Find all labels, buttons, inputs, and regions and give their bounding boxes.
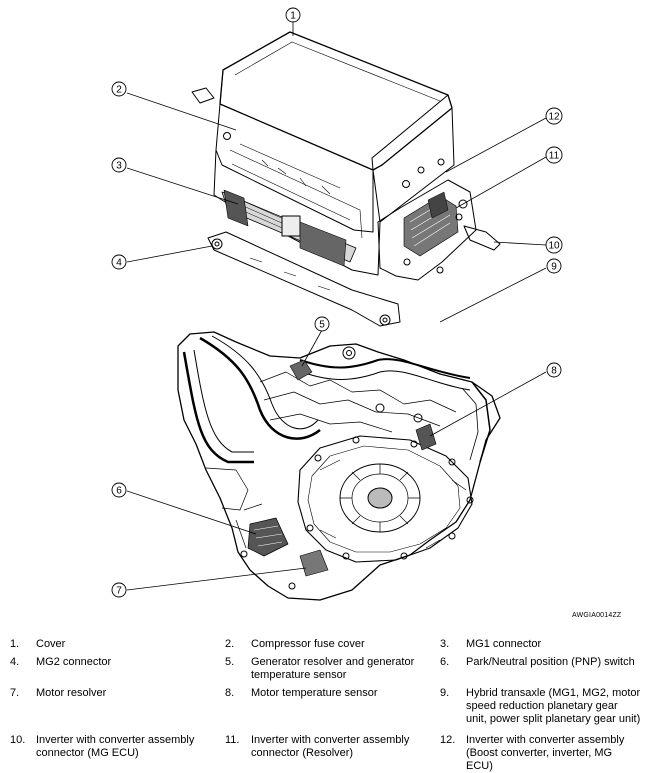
leader-lines xyxy=(126,22,547,591)
legend-text: Motor temperature sensor xyxy=(251,687,378,699)
legend-number: 2. xyxy=(225,638,235,650)
callout-4-label: 4 xyxy=(116,258,122,269)
legend-number: 4. xyxy=(10,656,20,668)
legend-number: 7. xyxy=(10,687,20,699)
drawing-code: AWGIA0014ZZ xyxy=(572,612,622,619)
callout-7: 7 xyxy=(111,582,127,598)
callouts: 1 2 3 4 5 6 7 8 xyxy=(111,7,563,598)
legend-text: Inverter with converter assembly connect… xyxy=(36,734,195,759)
callout-3-label: 3 xyxy=(116,161,122,172)
callout-8: 8 xyxy=(546,362,562,378)
callout-5-label: 5 xyxy=(319,320,325,331)
callout-11-label: 11 xyxy=(549,151,560,162)
legend-number: 9. xyxy=(440,687,450,699)
parts-legend: 1. Cover 2. Compressor fuse cover 3. MG1… xyxy=(0,636,655,772)
callout-2-label: 2 xyxy=(116,85,122,96)
callout-10-label: 10 xyxy=(548,241,560,252)
legend-number: 11. xyxy=(225,734,240,746)
callout-3: 3 xyxy=(111,157,127,173)
callout-6-label: 6 xyxy=(116,486,122,497)
callout-5: 5 xyxy=(314,316,330,332)
legend-number: 10. xyxy=(10,734,26,746)
callout-1-label: 1 xyxy=(290,11,296,22)
legend-text: Compressor fuse cover xyxy=(251,638,365,650)
legend-number: 8. xyxy=(225,687,235,699)
legend-number: 6. xyxy=(440,656,450,668)
legend-text: MG1 connector xyxy=(466,638,542,650)
callout-12-label: 12 xyxy=(548,112,560,123)
legend-number: 5. xyxy=(225,656,235,668)
legend-text: Inverter with converter assembly (Boost … xyxy=(466,734,625,772)
legend-text: Cover xyxy=(36,638,66,650)
inverter-assembly-drawing xyxy=(191,31,501,327)
legend-number: 3. xyxy=(440,638,450,650)
callout-9-label: 9 xyxy=(551,262,557,273)
callout-12: 12 xyxy=(545,107,563,125)
callout-7-label: 7 xyxy=(116,586,122,597)
legend-number: 1. xyxy=(10,638,20,650)
callout-6: 6 xyxy=(111,482,127,498)
callout-11: 11 xyxy=(545,146,563,164)
callout-9: 9 xyxy=(546,258,562,274)
hybrid-transaxle-drawing xyxy=(177,331,501,601)
legend-text: Hybrid transaxle (MG1, MG2, motor speed … xyxy=(466,687,641,725)
legend-text: Park/Neutral position (PNP) switch xyxy=(466,656,635,668)
legend-text: Inverter with converter assembly connect… xyxy=(251,734,410,759)
callout-1: 1 xyxy=(285,7,301,23)
legend-number: 12. xyxy=(440,734,456,746)
callout-8-label: 8 xyxy=(551,366,557,377)
legend-text: Motor resolver xyxy=(36,687,107,699)
component-diagram: 1 2 3 4 5 6 7 8 xyxy=(111,7,563,601)
legend-text: MG2 connector xyxy=(36,656,112,668)
callout-10: 10 xyxy=(545,236,563,254)
callout-2: 2 xyxy=(111,81,127,97)
callout-4: 4 xyxy=(111,254,127,270)
legend-text: Generator resolver and generator tempera… xyxy=(251,656,415,681)
